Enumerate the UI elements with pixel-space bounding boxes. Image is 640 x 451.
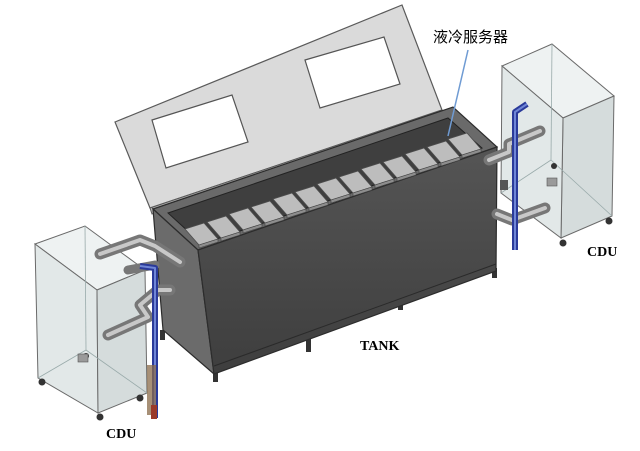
cdu-left-pipes [94,234,186,419]
server-label: 液冷服务器 [433,28,509,46]
server-pointer-line [447,49,469,137]
cdu-right-pipes [483,101,551,250]
cdu-right-label: CDU [587,245,618,260]
server-blades [184,132,482,249]
lid-window-left [151,94,249,169]
lid-window-right [304,36,401,109]
tank-label: TANK [360,339,400,354]
cdu-left-label: CDU [106,427,137,442]
